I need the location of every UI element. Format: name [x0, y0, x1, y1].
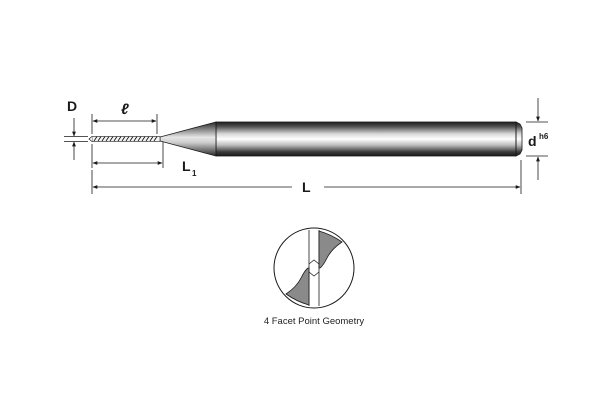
dimension-ell: ℓ [91, 101, 158, 134]
label-d: d [528, 133, 537, 149]
label-L1-subscript: 1 [192, 169, 197, 178]
drill-tool [88, 121, 523, 157]
label-L1: L [182, 158, 191, 174]
dimension-L: L [91, 160, 522, 195]
drill-flutes [88, 136, 161, 142]
label-d-tolerance: h6 [539, 132, 549, 141]
dimension-L1: L 1 [91, 142, 197, 178]
label-L: L [302, 179, 311, 195]
shank-chamfer-end [515, 121, 523, 157]
label-D: D [67, 98, 77, 114]
dimension-d: d h6 [526, 98, 549, 180]
drill-taper [159, 121, 217, 157]
label-ell: ℓ [121, 101, 129, 118]
facet-upper-right [318, 230, 343, 269]
dimension-D: D [64, 98, 88, 160]
drill-shank [215, 121, 517, 157]
facet-caption: 4 Facet Point Geometry [264, 316, 365, 327]
facet-point-detail: 4 Facet Point Geometry [264, 227, 365, 327]
facet-lower-left [285, 267, 310, 306]
